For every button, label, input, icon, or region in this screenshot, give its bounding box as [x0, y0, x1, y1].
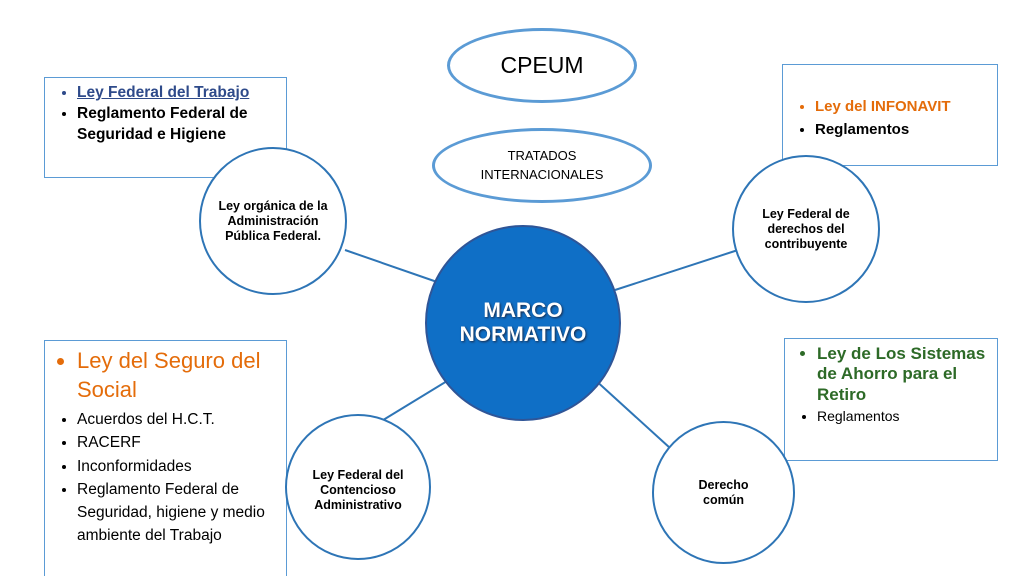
- cpeum-ellipse: CPEUM: [447, 28, 637, 103]
- reglamentos-item: Reglamentos: [815, 118, 997, 141]
- box-seguro-social: Ley del Seguro del Social Acuerdos del H…: [44, 340, 287, 576]
- ley-federal-trabajo-link[interactable]: Ley Federal del Trabajo: [77, 83, 286, 104]
- node-contencioso: Ley Federal del Contencioso Administrati…: [285, 414, 431, 560]
- ley-sar-item: Ley de Los Sistemas de Ahorro para el Re…: [817, 344, 997, 405]
- node-contribuyente-label: Ley Federal de derechos del contribuyent…: [762, 206, 850, 251]
- box-infonavit: Ley del INFONAVIT Reglamentos: [782, 64, 998, 166]
- node-admin-label: Ley orgánica de la Administración Públic…: [218, 198, 328, 243]
- connector-contribuyente: [614, 249, 739, 291]
- center-label-1: MARCO: [483, 298, 563, 322]
- connector-admin: [344, 249, 441, 284]
- ley-seguro-social-item: Ley del Seguro del Social: [77, 347, 286, 404]
- reglamento-seguridad-item: Reglamento Federal de Seguridad e Higien…: [77, 104, 286, 146]
- box-sar: Ley de Los Sistemas de Ahorro para el Re…: [784, 338, 998, 461]
- tratados-label-2: INTERNACIONALES: [480, 166, 604, 182]
- ley-infonavit-item: Ley del INFONAVIT: [815, 95, 997, 118]
- reglamento-seguridad-higiene-item: Reglamento Federal de Seguridad, higiene…: [77, 478, 286, 548]
- acuerdos-hct-item: Acuerdos del H.C.T.: [77, 408, 286, 431]
- marco-normativo-center: MARCO NORMATIVO: [425, 225, 621, 421]
- node-contribuyente: Ley Federal de derechos del contribuyent…: [732, 155, 880, 303]
- connector-contencioso: [374, 377, 453, 426]
- center-label-2: NORMATIVO: [459, 323, 587, 346]
- node-contencioso-label: Ley Federal del Contencioso Administrati…: [312, 467, 404, 512]
- cpeum-label: CPEUM: [500, 52, 584, 78]
- connector-derecho: [592, 377, 671, 449]
- node-derecho-comun: Derecho común: [652, 421, 795, 564]
- racerf-item: RACERF: [77, 431, 286, 454]
- inconformidades-item: Inconformidades: [77, 455, 286, 478]
- box-trabajo: Ley Federal del Trabajo Reglamento Feder…: [44, 77, 287, 178]
- tratados-ellipse: TRATADOS INTERNACIONALES: [432, 128, 652, 203]
- tratados-label-1: TRATADOS: [507, 148, 577, 164]
- node-derecho-label: Derecho común: [698, 477, 749, 507]
- node-admin-publica: Ley orgánica de la Administración Públic…: [199, 147, 347, 295]
- reglamentos-sar-item: Reglamentos: [817, 407, 997, 425]
